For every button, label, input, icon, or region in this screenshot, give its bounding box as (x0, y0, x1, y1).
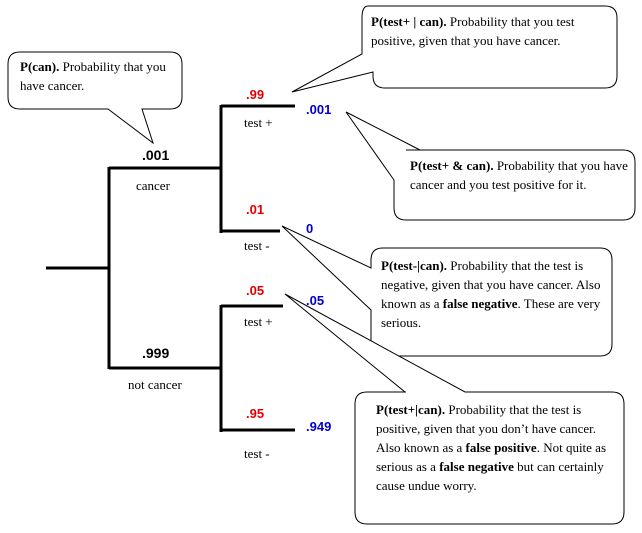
callout-p-testpos-given-notcan-bubble (284, 293, 625, 525)
not-cancer-test-neg-label: test - (244, 446, 270, 461)
callout-p-testneg-given-can-term: P(test-|can). (381, 258, 448, 273)
not-cancer-test-pos-cond-prob: .05 (246, 283, 264, 298)
not-cancer-prob: .999 (142, 345, 169, 361)
callout-p-test-and-can: P(test+ & can). Probability that you hav… (410, 156, 630, 194)
callout-p-testpos-given-notcan-desc3: but can certainly cause undue worry. (376, 459, 604, 493)
callout-p-testpos-given-notcan: P(test+|can). Probability that the test … (376, 400, 612, 495)
cancer-label: cancer (136, 178, 171, 193)
cancer-test-neg-cond-prob: .01 (246, 202, 264, 217)
callout-false-negative-term-2: false negative (439, 459, 514, 474)
callout-p-testpos-given-notcan-term: P(test+|can). (376, 402, 446, 417)
callout-p-can-term: P(can). (20, 59, 60, 74)
callout-p-can: P(can). Probability that you have cancer… (20, 57, 178, 95)
callout-p-can-bubble (7, 51, 183, 145)
callout-p-testneg-given-can: P(test-|can). Probability that the test … (381, 256, 605, 332)
callout-p-testpos-given-notcan-desc2: . Not quite as serious as a (376, 440, 607, 474)
callout-p-test-given-can: P(test+ | can). Probability that you tes… (371, 12, 609, 50)
callout-p-testneg-given-can-desc1: Probability that the test is negative, g… (381, 258, 601, 311)
cancer-test-pos-joint-prob: .001 (306, 102, 331, 117)
callout-shapes (7, 5, 636, 525)
callout-p-test-and-can-desc: Probability that you have cancer and you… (410, 158, 628, 192)
callout-p-test-given-can-desc: Probability that you test positive, give… (371, 14, 575, 48)
not-cancer-label: not cancer (128, 377, 182, 392)
callout-p-testpos-given-notcan-desc1: Probability that the test is positive, g… (376, 402, 596, 455)
callout-false-positive-term: false positive (465, 440, 537, 455)
cancer-prob: .001 (142, 147, 169, 163)
callout-false-negative-term: false negative (442, 296, 518, 311)
cancer-test-neg-label: test - (244, 238, 270, 253)
callout-p-testneg-given-can-desc2: . These are very serious. (381, 296, 601, 330)
tree-lines (46, 104, 295, 432)
callout-p-test-and-can-bubble (345, 111, 636, 221)
cancer-test-pos-label: test + (244, 115, 273, 130)
callout-p-test-and-can-term: P(test+ & can). (410, 158, 494, 173)
not-cancer-test-pos-label: test + (244, 314, 273, 329)
not-cancer-test-neg-cond-prob: .95 (246, 406, 264, 421)
cancer-test-pos-cond-prob: .99 (246, 87, 264, 102)
callout-p-test-given-can-bubble (291, 5, 618, 93)
not-cancer-test-neg-joint-prob: .949 (306, 419, 331, 434)
cancer-test-neg-joint-prob: 0 (306, 221, 313, 236)
not-cancer-test-pos-joint-prob: .05 (306, 293, 324, 308)
callout-p-can-desc: Probability that you have cancer. (20, 59, 166, 93)
callout-p-test-given-can-term: P(test+ | can). (371, 14, 447, 29)
